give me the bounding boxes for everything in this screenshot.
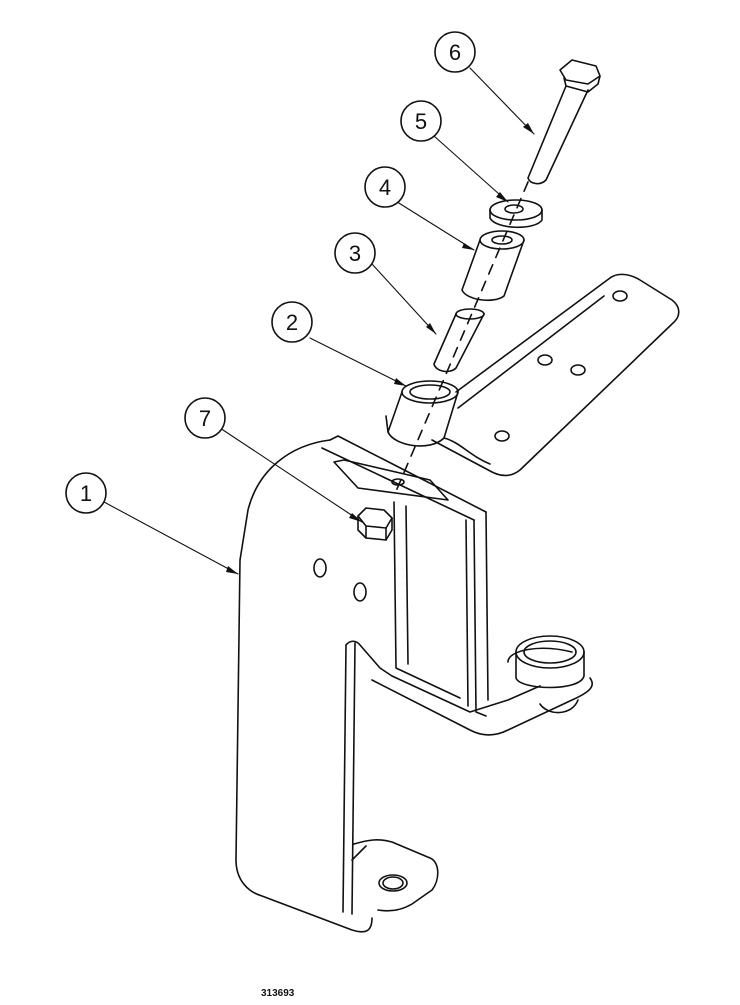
leader-6 <box>469 67 535 135</box>
part-3-sleeve <box>433 308 485 373</box>
part-5-washer <box>489 199 543 229</box>
callout-label-3: 3 <box>349 241 361 266</box>
callout-label-7: 7 <box>199 406 211 431</box>
callout-leaders <box>103 67 535 575</box>
callout-balloon-2: 2 <box>271 301 313 343</box>
callout-label-5: 5 <box>415 109 427 134</box>
leader-3 <box>371 263 437 335</box>
leader-7 <box>219 427 363 523</box>
part-2-bushing-plate <box>333 273 680 501</box>
callout-label-2: 2 <box>286 310 298 335</box>
callout-label-1: 1 <box>80 481 92 506</box>
part-1-main-bracket <box>235 435 594 933</box>
leader-4 <box>393 199 475 251</box>
callout-label-6: 6 <box>449 40 461 65</box>
leader-2 <box>309 337 407 387</box>
callout-balloon-3: 3 <box>334 232 376 274</box>
callout-balloon-1: 1 <box>65 472 107 514</box>
part-6-bolt <box>527 59 601 185</box>
callout-balloon-5: 5 <box>400 100 442 142</box>
leader-arrowheads <box>226 123 534 574</box>
leader-5 <box>433 135 509 203</box>
callout-balloon-4: 4 <box>364 166 406 208</box>
callout-balloon-6: 6 <box>434 31 476 73</box>
leader-1 <box>103 501 239 575</box>
callout-balloon-7: 7 <box>184 397 226 439</box>
drawing-number: 313693 <box>261 988 295 999</box>
part-4-spacer <box>461 230 525 302</box>
part-7-hex-nut <box>357 507 393 541</box>
callout-label-4: 4 <box>379 175 391 200</box>
assembly-centerline <box>393 181 529 497</box>
